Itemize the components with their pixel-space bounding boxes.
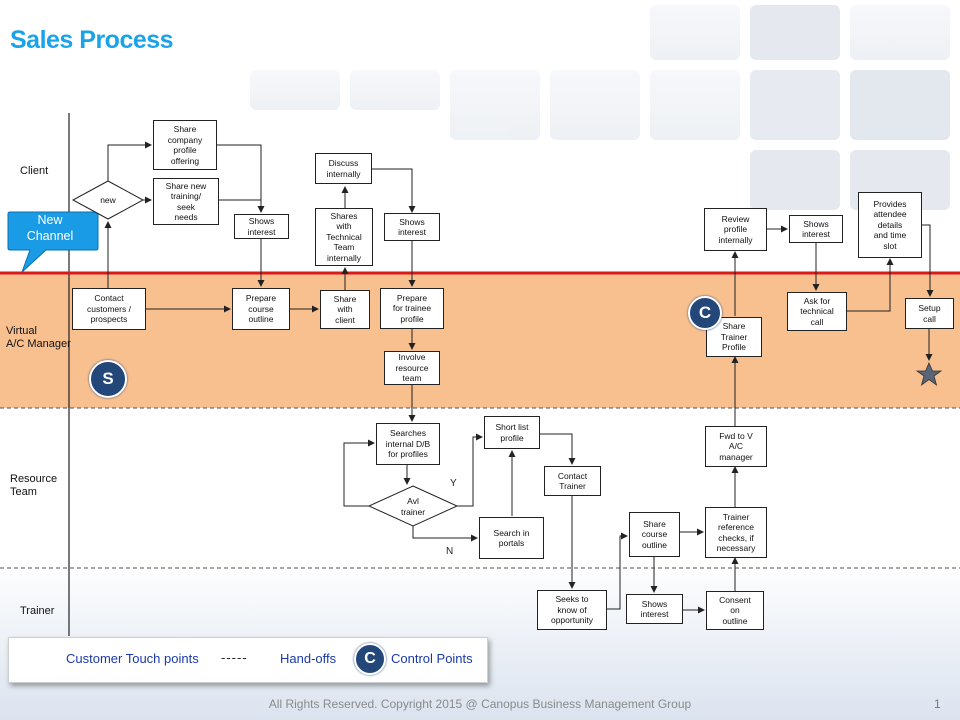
searches-internal-db-step: Searches internal D/B for profiles [376, 423, 440, 465]
provides-attendee-details-step: Provides attendee details and time slot [858, 192, 922, 258]
discuss-internally-step: Discuss internally [315, 153, 372, 184]
avl-trainer-label: Avl trainer [400, 496, 426, 517]
review-profile-step: Review profile internally [704, 208, 767, 251]
shows-interest-step-3: Shows interest [789, 215, 843, 243]
decision-yes-label: Y [450, 478, 457, 489]
legend-handoff-dashes: ----- [221, 650, 248, 665]
prepare-course-outline-step: Prepare course outline [232, 288, 290, 330]
legend-handoffs: Hand-offs [280, 651, 337, 666]
shows-interest-step-2: Shows interest [384, 213, 440, 241]
search-in-portals-step: Search in portals [479, 517, 544, 559]
legend-control-points: Control Points [391, 651, 473, 666]
control-point-badge: C [688, 296, 722, 330]
fwd-to-manager-step: Fwd to V A/C manager [705, 426, 767, 467]
shows-interest-trainer-step: Shows interest [626, 594, 683, 624]
consent-on-outline-step: Consent on outline [706, 591, 764, 630]
share-new-training-step: Share new training/ seek needs [153, 178, 219, 225]
page-number: 1 [934, 697, 941, 711]
new-decision-shape [71, 180, 145, 220]
involve-resource-team-step: Involve resource team [384, 351, 440, 385]
page-title: Sales Process [10, 26, 174, 54]
shows-interest-step-1: Shows interest [234, 214, 289, 239]
trainer-reference-checks-step: Trainer reference checks, if necessary [705, 507, 767, 558]
decision-no-label: N [446, 546, 454, 557]
legend-control-badge: C [354, 643, 386, 675]
ask-technical-call-step: Ask for technical call [787, 292, 847, 331]
lane-label-trainer: Trainer [20, 605, 55, 617]
contact-customers-step: Contact customers / prospects [72, 288, 146, 330]
new-decision-label: new [100, 195, 116, 205]
contact-trainer-step: Contact Trainer [544, 466, 601, 496]
lane-label-manager: Virtual A/C Manager [6, 325, 71, 350]
short-list-profile-step: Short list profile [484, 416, 540, 449]
legend-touch-points: Customer Touch points [66, 651, 199, 666]
prepare-trainee-profile-step: Prepare for trainee profile [380, 288, 444, 329]
background-tiles [250, 5, 950, 210]
lane-label-client: Client [20, 165, 49, 177]
share-company-profile-step: Share company profile offering [153, 120, 217, 170]
end-star-icon [915, 362, 943, 387]
share-course-outline-step: Share course outline [629, 512, 680, 557]
shares-with-technical-team-step: Shares with Technical Team internally [315, 208, 373, 266]
lane-label-resource-team: Resource Team [10, 473, 58, 498]
legend: Customer Touch points ----- Hand-offs C … [8, 637, 488, 683]
setup-call-step: Setup call [905, 298, 954, 329]
share-with-client-step: Share with client [320, 290, 370, 329]
start-badge: S [89, 360, 127, 398]
seeks-to-know-step: Seeks to know of opportunity [537, 590, 607, 630]
copyright-footer: All Rights Reserved. Copyright 2015 @ Ca… [268, 697, 692, 711]
new-channel-callout: New Channel [26, 213, 74, 243]
